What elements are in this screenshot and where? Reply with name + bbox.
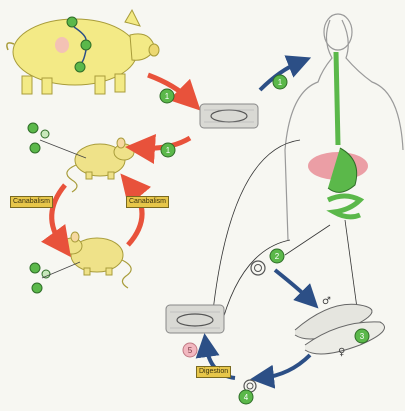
step-marker-1c: 1 bbox=[273, 75, 287, 89]
svg-text:2: 2 bbox=[275, 252, 280, 261]
meat-with-cysts-bottom bbox=[166, 305, 224, 333]
label-digestion: Digestion bbox=[196, 366, 231, 378]
pig-illustration bbox=[7, 10, 159, 94]
step-marker-1a: 1 bbox=[160, 89, 174, 103]
svg-text:1: 1 bbox=[166, 146, 171, 155]
label-canabalism-left: Canabalism bbox=[10, 196, 53, 208]
digestive-tract bbox=[308, 52, 368, 217]
svg-text:3: 3 bbox=[360, 332, 365, 341]
rat-top-illustration bbox=[67, 138, 134, 192]
rat-bottom-markers bbox=[30, 262, 80, 293]
adult-worms: ♂ ♀ bbox=[295, 296, 385, 358]
svg-text:1: 1 bbox=[165, 92, 170, 101]
step-marker-5: 5 bbox=[183, 343, 197, 357]
coiled-larva bbox=[251, 261, 265, 275]
rat-bottom-illustration bbox=[62, 232, 131, 288]
label-canabalism-right: Canabalism bbox=[126, 196, 169, 208]
svg-text:1: 1 bbox=[278, 78, 283, 87]
svg-text:♀: ♀ bbox=[338, 347, 345, 358]
human-outline bbox=[285, 14, 403, 240]
meat-with-cysts-top bbox=[200, 104, 258, 128]
svg-text:♂: ♂ bbox=[322, 296, 331, 307]
svg-text:4: 4 bbox=[244, 393, 249, 402]
step-marker-3: 3 bbox=[355, 329, 369, 343]
step-marker-2: 2 bbox=[270, 249, 284, 263]
svg-text:5: 5 bbox=[188, 346, 193, 355]
step-marker-4: 4 bbox=[239, 390, 253, 404]
step-marker-1b: 1 bbox=[161, 143, 175, 157]
